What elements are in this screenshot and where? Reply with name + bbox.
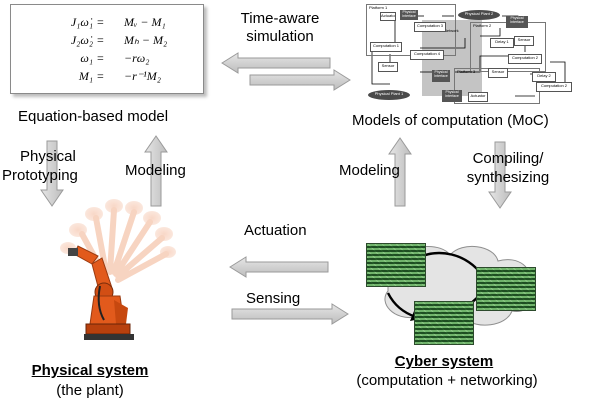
physical-plant-2-ellipse: Physical Plant 2 [458,10,500,20]
physical-interface-2-box: Physical Interface [506,16,528,28]
equation-row: J₂ω̇₂ = Mₕ − M₂ [11,33,203,51]
equation-row: J₁ω̇₁ = Mᵥ − M₁ [11,15,203,33]
computation-2-box: Computation 2 [508,54,542,64]
equation-rhs: Mₕ − M₂ [124,33,168,47]
compiling-label-1: Compiling/ [472,150,544,167]
physical-interface-3-box: Physical Interface [432,70,450,82]
circuit-board-1 [366,243,426,287]
computation-3-box: Computation 3 [414,22,446,32]
equation-panel: J₁ω̇₁ = Mᵥ − M₁ J₂ω̇₂ = Mₕ − M₂ ω₁ = −rω… [10,4,204,94]
robot-arm-image [60,199,176,340]
equation-lhs: J₁ω̇₁ [70,15,93,29]
equation-rhs: −rω₂ [124,51,150,65]
circuit-board-2 [476,267,536,311]
computation-4-box: Computation 4 [410,50,444,60]
simulation-label: simulation [246,28,314,45]
actuator-1-box: Actuator [380,12,396,21]
physical-plant-1-ellipse: Physical Plant 1 [368,90,410,100]
equation-lhs: J₂ω̇₂ [70,33,93,47]
equation-equals: = [97,69,104,83]
time-aware-label: Time-aware [240,10,320,27]
network-label: Network [444,28,459,33]
actuator-2-box: Actuator [468,92,488,102]
sensor-2-box: Sensor [514,36,534,46]
sensing-label: Sensing [246,290,301,307]
equation-row: M₁ = −r⁻¹M₂ [11,69,203,87]
physical-interface-1-box: Physical Interface [400,10,418,20]
robot-motion-trail [60,199,176,283]
equation-lhs: ω₁ [80,51,93,65]
cyber-system-image [358,235,558,345]
arrow-modeling-right-up [388,137,412,207]
delay-1-box: Delay 1 [490,38,514,48]
circuit-board-3 [414,301,474,345]
arrow-actuation-left [229,256,329,278]
equation-equals: = [97,33,104,47]
actuation-label: Actuation [244,222,307,239]
sensor-1-box: Sensor [378,62,398,72]
equation-row: ω₁ = −rω₂ [11,51,203,69]
arrow-physical-prototyping-down [40,140,64,207]
cyber-system-subtitle: (computation + networking) [356,372,538,389]
physical-prototyping-label-1: Physical [20,148,76,165]
arrow-sensing-right [231,303,349,325]
modeling-right-label: Modeling [339,162,400,179]
equation-equals: = [97,15,104,29]
sensor-3-box: Sensor [488,68,508,78]
moc-label: Models of computation (MoC) [352,112,549,129]
computation-2-box-lower: Computation 2 [536,82,572,92]
equation-rhs: −r⁻¹M₂ [124,69,161,83]
arrow-simulation-right [249,69,351,91]
physical-system-subtitle: (the plant) [56,382,124,399]
equation-equals: = [97,51,104,65]
arrow-modeling-left-up [144,135,168,207]
robot-body [68,245,134,340]
physical-system-title: Physical system [31,362,149,379]
arrow-compiling-down [488,141,512,209]
computation-1-box: Computation 1 [370,42,402,52]
modeling-left-label: Modeling [125,162,186,179]
arrow-simulation-left [221,52,331,74]
equation-lhs: M₁ [78,69,93,83]
physical-prototyping-label-2: Prototyping [2,167,78,184]
moc-diagram: Platform 1 Platform 2 Platform 3 Network… [350,2,587,104]
equation-rhs: Mᵥ − M₁ [124,15,166,29]
compiling-label-2: synthesizing [466,169,550,186]
equation-model-label: Equation-based model [18,108,169,125]
physical-interface-4-box: Physical Interface [442,90,462,102]
cyber-system-title: Cyber system [394,353,494,370]
delay-2-box: Delay 2 [532,72,556,82]
